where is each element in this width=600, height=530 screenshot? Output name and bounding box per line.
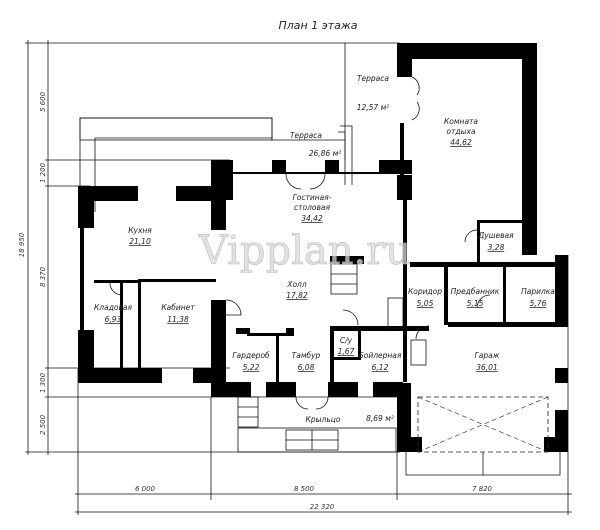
dim-vertical-total: 18 950: [18, 232, 26, 257]
room-area: 8,69 м²: [366, 414, 394, 423]
dim-vertical: 1 200: [39, 162, 47, 183]
room-area: 26,86 м²: [309, 149, 342, 158]
room-name: Бойлерная: [359, 351, 402, 360]
dim-vertical: 8 370: [39, 266, 47, 287]
dim-horizontal: 8 500: [294, 485, 315, 493]
room-name: Гараж: [475, 351, 500, 360]
dim-vertical: 5 600: [39, 91, 47, 112]
room-area: 5,05: [417, 299, 434, 308]
room-name: Тамбур: [292, 351, 321, 360]
room-name: Крыльцо: [306, 415, 341, 424]
room-name: Терраса: [357, 74, 389, 83]
room-name: Душевая: [477, 231, 514, 240]
room-area: 11,38: [167, 315, 189, 324]
dim-horizontal: 7 820: [472, 485, 493, 493]
porch-steps: [237, 263, 427, 453]
garage-door: [405, 396, 561, 476]
room-name: С/у: [340, 336, 353, 345]
walls: [78, 43, 568, 452]
room-area: 17,82: [286, 291, 308, 300]
room-area: 36,01: [476, 363, 497, 372]
room-name: Кухня: [128, 226, 152, 235]
room-area: 3,28: [488, 243, 505, 252]
doors: [109, 76, 491, 410]
room-name: Кабинет: [161, 303, 195, 312]
room-area: 34,42: [301, 214, 323, 223]
room-name: Гардероб: [232, 351, 270, 360]
room-area: 5,15: [467, 299, 484, 308]
room-area: 6,08: [298, 363, 315, 372]
dim-vertical: 2 500: [39, 414, 47, 435]
plan-title: План 1 этажа: [278, 19, 357, 32]
room-area: 5,76: [530, 299, 547, 308]
dimension-lines: [25, 40, 572, 515]
room-name: Терраса: [290, 131, 322, 140]
room-area: 5,22: [243, 363, 260, 372]
room-name: Кладовая: [94, 303, 133, 312]
room-name: Комната: [444, 117, 478, 126]
dim-horizontal: 6 000: [135, 485, 156, 493]
room-name: Предбанник: [451, 287, 500, 296]
room-area: 12,57 м²: [357, 103, 390, 112]
room-area: 6,12: [372, 363, 389, 372]
room-area: 44,62: [450, 138, 472, 147]
room-name: столовая: [294, 203, 330, 212]
room-area: 1,67: [338, 347, 355, 356]
room-name: Коридор: [408, 287, 442, 296]
room-area: 6,93: [105, 315, 122, 324]
room-labels: Терраса 12,57 м² Терраса 26,86 м² Комнат…: [94, 74, 555, 424]
room-name: Гостиная-: [293, 193, 332, 202]
watermark: Vipplan.ru: [198, 228, 411, 274]
room-name: Парилка: [521, 287, 555, 296]
room-area: 21,10: [129, 237, 151, 246]
room-name: Холл: [286, 280, 307, 289]
room-name: отдыха: [446, 127, 476, 136]
dim-vertical: 1 300: [39, 372, 47, 393]
dim-horizontal-total: 22 320: [310, 503, 335, 511]
